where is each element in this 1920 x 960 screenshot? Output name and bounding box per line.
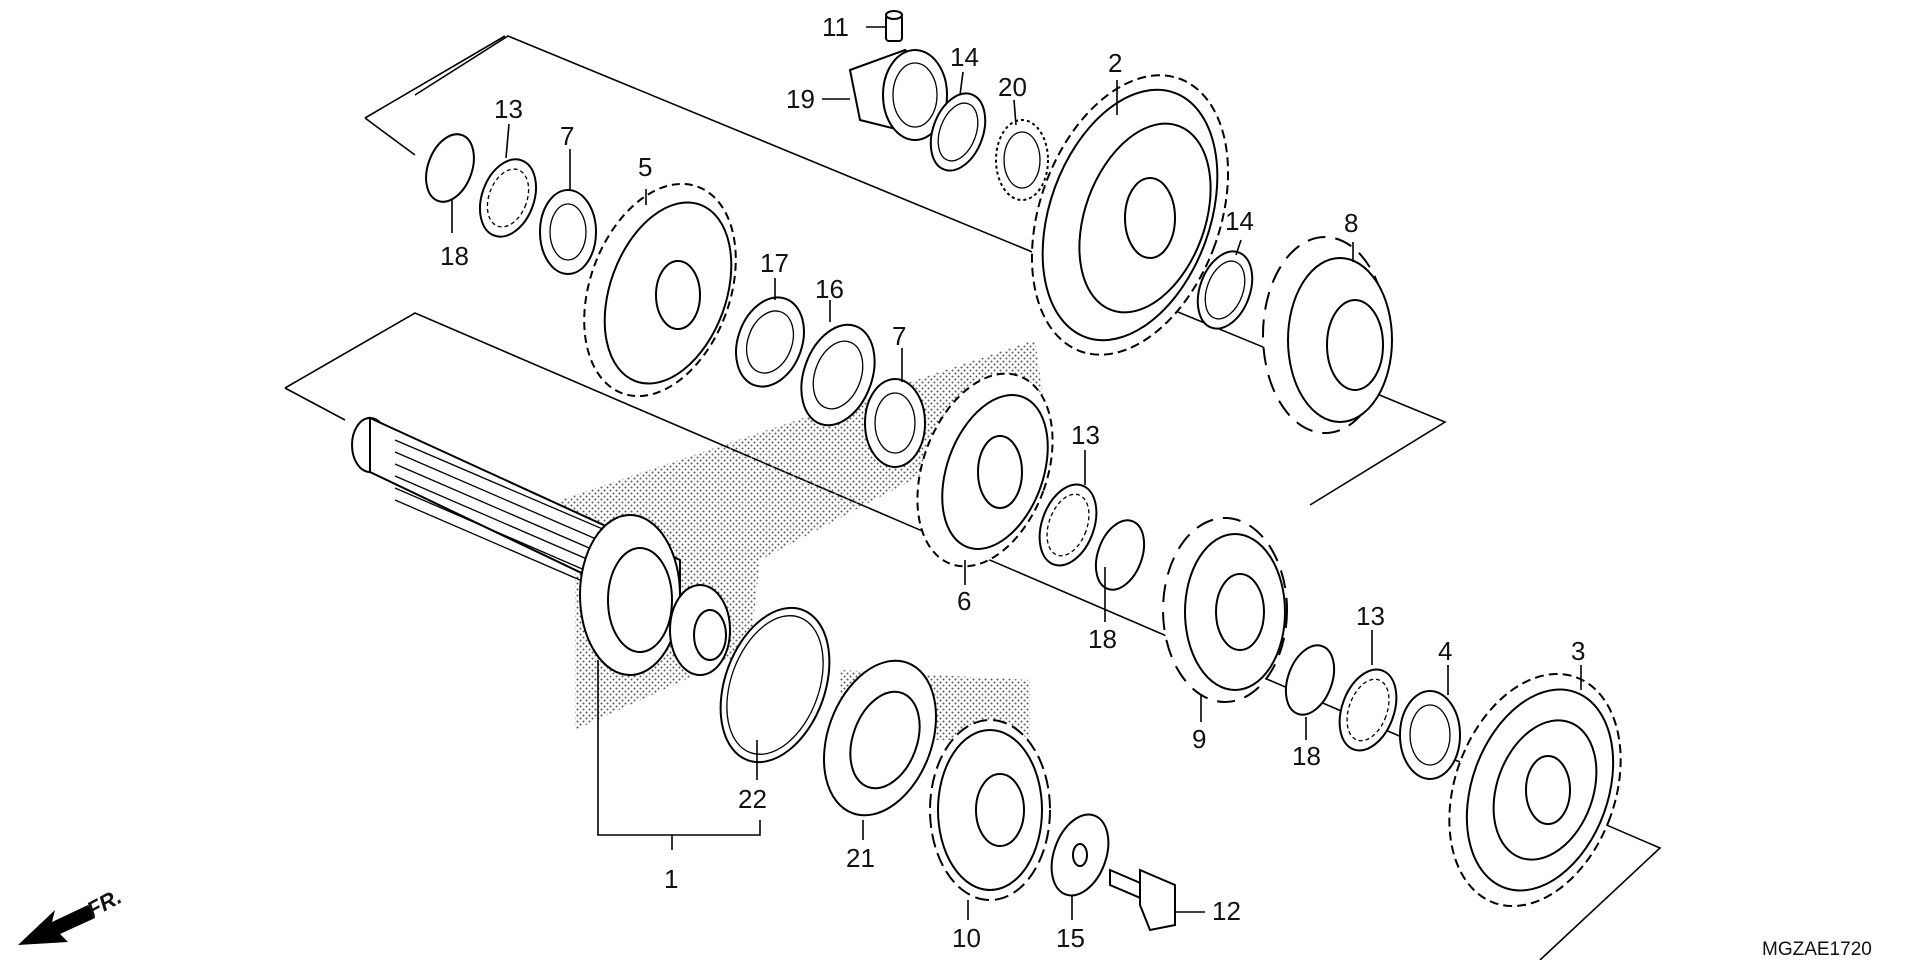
lock-washer-17 — [735, 296, 805, 388]
callout-13-middle: 13 — [1071, 420, 1100, 450]
callout-14-upper: 14 — [950, 42, 979, 72]
bushing-19 — [848, 48, 948, 141]
callout-13-lower: 13 — [1356, 601, 1385, 631]
callout-1: 1 — [664, 864, 678, 894]
callout-4: 4 — [1438, 636, 1452, 666]
bushing-7-upper — [539, 189, 597, 275]
callout-20: 20 — [998, 72, 1027, 102]
gear-6 — [916, 372, 1054, 568]
leader-lines — [451, 26, 1582, 920]
callout-7-lower: 7 — [892, 321, 906, 351]
callout-14-lower: 14 — [1225, 206, 1254, 236]
oil-seal-21 — [822, 659, 938, 817]
mainshaft — [351, 416, 731, 676]
circlip-18-lower — [1284, 644, 1336, 716]
bushing-7-lower — [864, 378, 926, 468]
washer-15 — [1050, 813, 1110, 897]
gear-8 — [1262, 236, 1393, 434]
callout-labels: 11 19 14 20 2 14 8 13 7 5 18 17 16 7 13 … — [440, 12, 1585, 953]
callout-17: 17 — [760, 248, 789, 278]
callout-12: 12 — [1212, 896, 1241, 926]
needle-bearing-20 — [995, 119, 1049, 201]
splined-washer-13-lower — [1338, 668, 1398, 752]
front-direction-indicator: FR. — [18, 884, 126, 945]
callout-7-upper: 7 — [560, 121, 574, 151]
callout-18-lower: 18 — [1292, 741, 1321, 771]
callout-3: 3 — [1571, 636, 1585, 666]
thrust-washer-14-upper — [929, 92, 987, 172]
callout-8: 8 — [1344, 208, 1358, 238]
callout-18-upper: 18 — [440, 241, 469, 271]
gear-2 — [1030, 74, 1230, 356]
callout-19: 19 — [786, 84, 815, 114]
bushing-4 — [1399, 690, 1461, 780]
callout-10: 10 — [952, 923, 981, 953]
callout-21: 21 — [846, 843, 875, 873]
pin-11 — [885, 10, 903, 42]
callout-5: 5 — [638, 152, 652, 182]
callout-16: 16 — [815, 274, 844, 304]
callout-6: 6 — [957, 586, 971, 616]
callout-22: 22 — [738, 784, 767, 814]
bolt-12 — [1109, 868, 1176, 932]
o-ring-22 — [719, 606, 831, 764]
lock-washer-16 — [800, 323, 876, 427]
thrust-washer-14-lower — [1196, 250, 1254, 330]
diagram-code: MGZAE1720 — [1762, 939, 1872, 960]
callout-9: 9 — [1192, 724, 1206, 754]
callout-15: 15 — [1056, 923, 1085, 953]
callout-11: 11 — [822, 12, 849, 42]
gear-5 — [583, 182, 737, 398]
callout-2: 2 — [1108, 48, 1122, 78]
lower-assembly-frame — [284, 312, 1662, 960]
circlip-18-upper — [425, 133, 475, 203]
upper-assembly-frame — [364, 35, 1447, 506]
splined-washer-13-middle — [1038, 483, 1098, 567]
gear-3 — [1448, 672, 1622, 908]
callout-18-middle: 18 — [1088, 624, 1117, 654]
gear-9 — [1162, 517, 1288, 703]
callout-13-upper: 13 — [494, 94, 523, 124]
drive-sprocket-10 — [929, 719, 1051, 901]
splined-washer-13-upper — [478, 158, 538, 238]
front-arrow-icon — [18, 905, 95, 945]
circlip-18-middle — [1094, 519, 1146, 591]
